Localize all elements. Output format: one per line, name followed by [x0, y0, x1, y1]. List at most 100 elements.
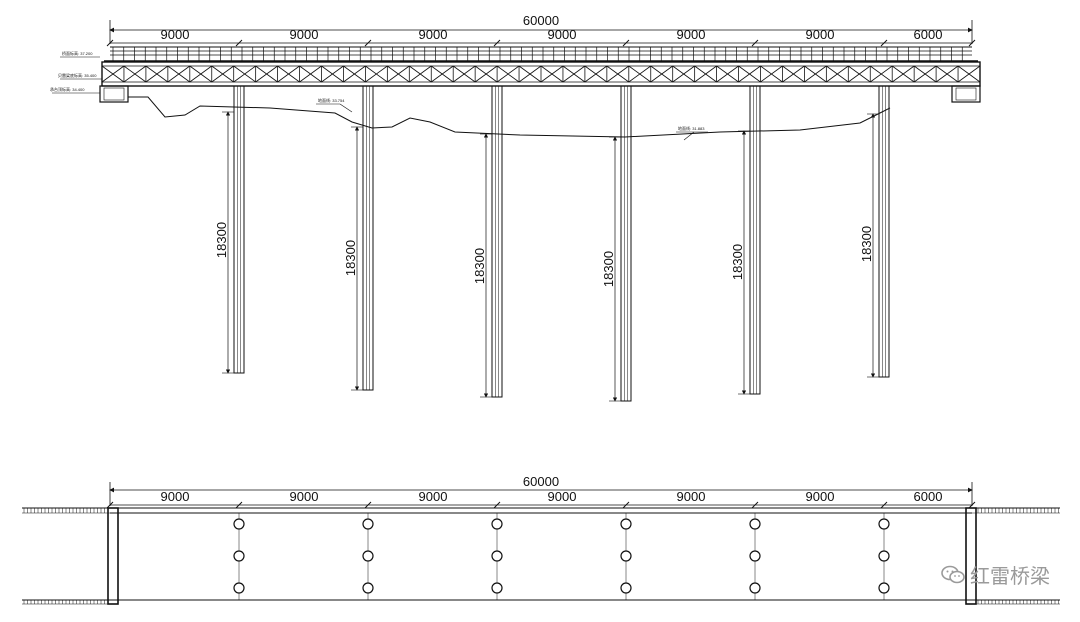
truss-diagonal — [167, 65, 191, 83]
plan-total-dimension: 60000 — [109, 474, 973, 506]
truss-diagonal — [233, 65, 256, 83]
dimension-tick — [968, 39, 976, 47]
dimension-tick — [751, 501, 759, 509]
plan-right-abutment — [965, 507, 977, 605]
plan-pier-piles — [106, 501, 976, 600]
truss-diagonal — [101, 65, 125, 83]
piles — [233, 85, 890, 402]
right-abutment — [951, 85, 981, 103]
dimension-tick — [364, 39, 372, 47]
truss-diagonal — [518, 65, 542, 83]
pile-circle — [620, 550, 632, 562]
truss-diagonal — [145, 65, 169, 83]
dimension-tick — [622, 39, 630, 47]
steel-pipe-pile — [362, 85, 374, 391]
truss-diagonal — [804, 65, 827, 83]
pile-circle — [233, 582, 245, 594]
elevation-span-label: 6000 — [914, 27, 943, 42]
pile-length-label: 18300 — [472, 248, 487, 284]
elevation-span-dimensions: 9000 9000 9000 9000 9000 9000 6000 — [106, 27, 976, 47]
truss-diagonal — [606, 65, 630, 83]
elevation-span-label: 9000 — [677, 27, 706, 42]
dimension-tick — [493, 39, 501, 47]
truss-diagonal — [738, 65, 761, 83]
pile-circle — [491, 582, 503, 594]
truss-diagonal — [540, 65, 564, 83]
pile-length-label: 18300 — [214, 222, 229, 258]
dimension-tick — [364, 501, 372, 509]
truss-diagonal — [694, 65, 717, 83]
pile-circle — [878, 582, 890, 594]
truss-diagonal — [562, 65, 586, 83]
truss-diagonal — [409, 65, 432, 83]
pile-circle — [491, 518, 503, 530]
truss-diagonal — [321, 65, 344, 83]
truss-diagonal — [826, 65, 849, 83]
deck-elevation-label: 桥面标高: 37.200 — [62, 50, 93, 56]
approach-road-hatching — [23, 508, 1059, 604]
pile-length-dimensions: 18300 18300 18300 18300 18300 18300 — [214, 111, 879, 402]
elevation-view: 60000 9000 9000 9000 9000 9000 9000 6000 — [50, 13, 981, 402]
plan-span-label: 9000 — [806, 489, 835, 504]
truss-diagonal — [387, 65, 410, 83]
ground-elevation-label: 地面线: 31.883 — [678, 125, 705, 131]
pile-circle — [749, 550, 761, 562]
elevation-span-label: 9000 — [161, 27, 190, 42]
steel-pipe-pile — [878, 85, 890, 378]
truss-diagonal — [343, 65, 366, 83]
elevation-span-label: 9000 — [419, 27, 448, 42]
pile-circle — [491, 550, 503, 562]
truss-diagonal — [891, 65, 915, 83]
ground-line — [128, 96, 891, 138]
truss-diagonal — [496, 65, 520, 83]
pile-circle — [233, 518, 245, 530]
pile-circle — [362, 550, 374, 562]
pile-circle — [620, 582, 632, 594]
plan-span-label: 9000 — [161, 489, 190, 504]
dimension-tick — [235, 39, 243, 47]
wechat-icon — [941, 565, 965, 583]
pile-length-label: 18300 — [730, 244, 745, 280]
watermark-text: 红雷桥梁 — [970, 564, 1050, 588]
elevation-markers: 桥面标高: 37.200 贝雷梁底标高: 35.400 承台顶标高: 34.40… — [50, 50, 102, 94]
truss-diagonal — [123, 65, 147, 83]
dimension-tick — [968, 501, 976, 509]
dimension-tick — [106, 501, 114, 509]
plan-span-label: 6000 — [914, 489, 943, 504]
truss-diagonal — [452, 65, 476, 83]
pile-circle — [233, 550, 245, 562]
truss-diagonal — [189, 65, 212, 83]
truss-diagonal — [431, 65, 454, 83]
truss-diagonal — [716, 65, 739, 83]
truss-diagonal — [584, 65, 608, 83]
bailey-truss — [101, 61, 981, 87]
steel-pipe-pile — [620, 85, 632, 402]
dimension-tick — [235, 501, 243, 509]
steel-pipe-pile — [749, 85, 761, 395]
truss-diagonal — [474, 65, 498, 83]
plan-total-span-label: 60000 — [523, 474, 559, 489]
beam-bottom-elevation-label: 贝雷梁底标高: 35.400 — [58, 72, 97, 78]
cap-top-elevation-label: 承台顶标高: 34.400 — [50, 86, 85, 92]
truss-diagonal — [211, 65, 234, 83]
truss-diagonal — [299, 65, 322, 83]
truss-diagonal — [365, 65, 388, 83]
truss-diagonal — [277, 65, 300, 83]
left-abutment — [99, 85, 129, 103]
steel-pipe-pile — [491, 85, 503, 398]
truss-diagonal — [870, 65, 893, 83]
pile-length-label: 18300 — [343, 240, 358, 276]
pile-circle — [749, 582, 761, 594]
plan-span-label: 9000 — [677, 489, 706, 504]
truss-diagonal — [935, 65, 959, 83]
truss-diagonal — [957, 65, 981, 83]
plan-span-dimensions: 9000 9000 9000 9000 9000 9000 6000 — [110, 489, 972, 506]
truss-diagonal — [650, 65, 673, 83]
elevation-span-label: 9000 — [290, 27, 319, 42]
pile-length-label: 18300 — [601, 251, 616, 287]
truss-diagonal — [913, 65, 937, 83]
elevation-span-label: 9000 — [806, 27, 835, 42]
plan-span-label: 9000 — [548, 489, 577, 504]
plan-span-label: 9000 — [290, 489, 319, 504]
